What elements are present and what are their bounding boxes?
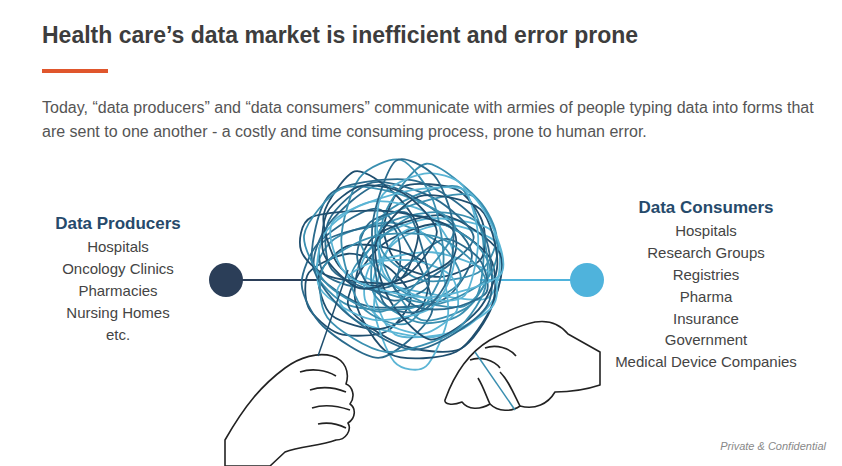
footer-note: Private & Confidential	[720, 440, 826, 452]
left-hand	[225, 355, 354, 466]
thread-loop	[372, 159, 453, 312]
list-item: Hospitals	[675, 222, 737, 239]
list-item: Medical Device Companies	[615, 353, 797, 370]
list-item: Government	[665, 331, 748, 348]
thread-loop	[320, 233, 486, 352]
group-heading: Data Consumers	[638, 198, 773, 218]
subtitle: Today, “data producers” and “data consum…	[42, 96, 832, 144]
consumer-dot	[570, 263, 604, 297]
right-hand	[445, 322, 600, 411]
thread-loop	[322, 185, 437, 288]
list-item: Pharma	[680, 288, 733, 305]
list-item: Nursing Homes	[66, 304, 169, 321]
list-item: Research Groups	[647, 244, 765, 261]
list-item: Hospitals	[87, 238, 149, 255]
list-item: Registries	[673, 266, 740, 283]
hands	[225, 270, 600, 466]
accent-bar	[42, 69, 108, 73]
producer-dot	[209, 263, 243, 297]
list-item: Insurance	[673, 310, 739, 327]
group-heading: Data Producers	[55, 214, 181, 234]
tangle	[300, 159, 504, 370]
list-item: Pharmacies	[78, 282, 157, 299]
list-item: etc.	[106, 326, 130, 343]
slide-title: Health care’s data market is inefficient…	[42, 22, 638, 49]
thread-loop	[392, 239, 488, 310]
list-item: Oncology Clinics	[62, 260, 174, 277]
